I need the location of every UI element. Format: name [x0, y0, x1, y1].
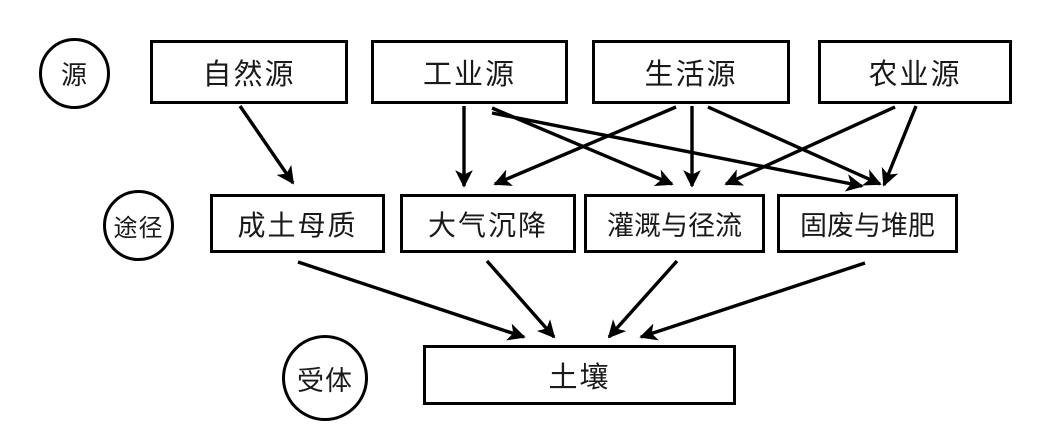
edge-industrial-to-solid-waste-compost: [491, 111, 864, 192]
tier-label-pathway: 途径: [103, 190, 174, 261]
tier-label-receptor-text: 受体: [297, 365, 353, 396]
edge-domestic-to-solid-waste-compost: [707, 105, 882, 186]
source-node-natural-label: 自然源: [202, 59, 296, 91]
edge-domestic-to-atmospheric-deposition: [493, 105, 677, 186]
source-node-agricultural-label: 农业源: [868, 59, 962, 91]
edge-agricultural-to-solid-waste-compost: [881, 105, 918, 187]
edge-parent-material-to-soil: [297, 260, 526, 341]
edge-solid-waste-compost-to-soil: [639, 261, 866, 341]
pathway-node-parent-material-label: 成土母质: [237, 210, 358, 242]
source-node-industrial-label: 工业源: [422, 59, 516, 91]
pathway-node-solid-waste-compost[interactable]: 固废与堆肥: [777, 194, 958, 253]
pathway-node-atmospheric-deposition-label: 大气沉降: [427, 210, 548, 242]
receptor-node-soil[interactable]: 土壤: [423, 345, 736, 405]
source-node-domestic[interactable]: 生活源: [592, 40, 790, 104]
source-node-agricultural[interactable]: 农业源: [818, 40, 1012, 104]
pathway-node-atmospheric-deposition[interactable]: 大气沉降: [400, 194, 576, 253]
pathway-node-parent-material[interactable]: 成土母质: [210, 194, 385, 253]
pathway-node-irrigation-runoff[interactable]: 灌溉与径流: [584, 194, 765, 253]
tier-label-source-text: 源: [60, 61, 88, 90]
receptor-node-soil-label: 土壤: [548, 362, 611, 394]
source-node-natural[interactable]: 自然源: [150, 40, 348, 104]
source-node-industrial[interactable]: 工业源: [371, 40, 568, 104]
pathway-node-irrigation-runoff-label: 灌溉与径流: [607, 211, 742, 241]
edge-atmospheric-deposition-to-soil: [485, 259, 556, 339]
tier-label-source: 源: [39, 38, 110, 109]
tier-label-receptor: 受体: [282, 335, 368, 421]
edge-agricultural-to-irrigation-runoff: [724, 105, 896, 186]
tier-label-pathway-text: 途径: [113, 216, 164, 242]
source-node-domestic-label: 生活源: [644, 59, 738, 91]
pathway-node-solid-waste-compost-label: 固废与堆肥: [800, 211, 935, 241]
edge-irrigation-runoff-to-soil: [607, 259, 679, 339]
edge-natural-to-parent-material: [238, 105, 295, 185]
